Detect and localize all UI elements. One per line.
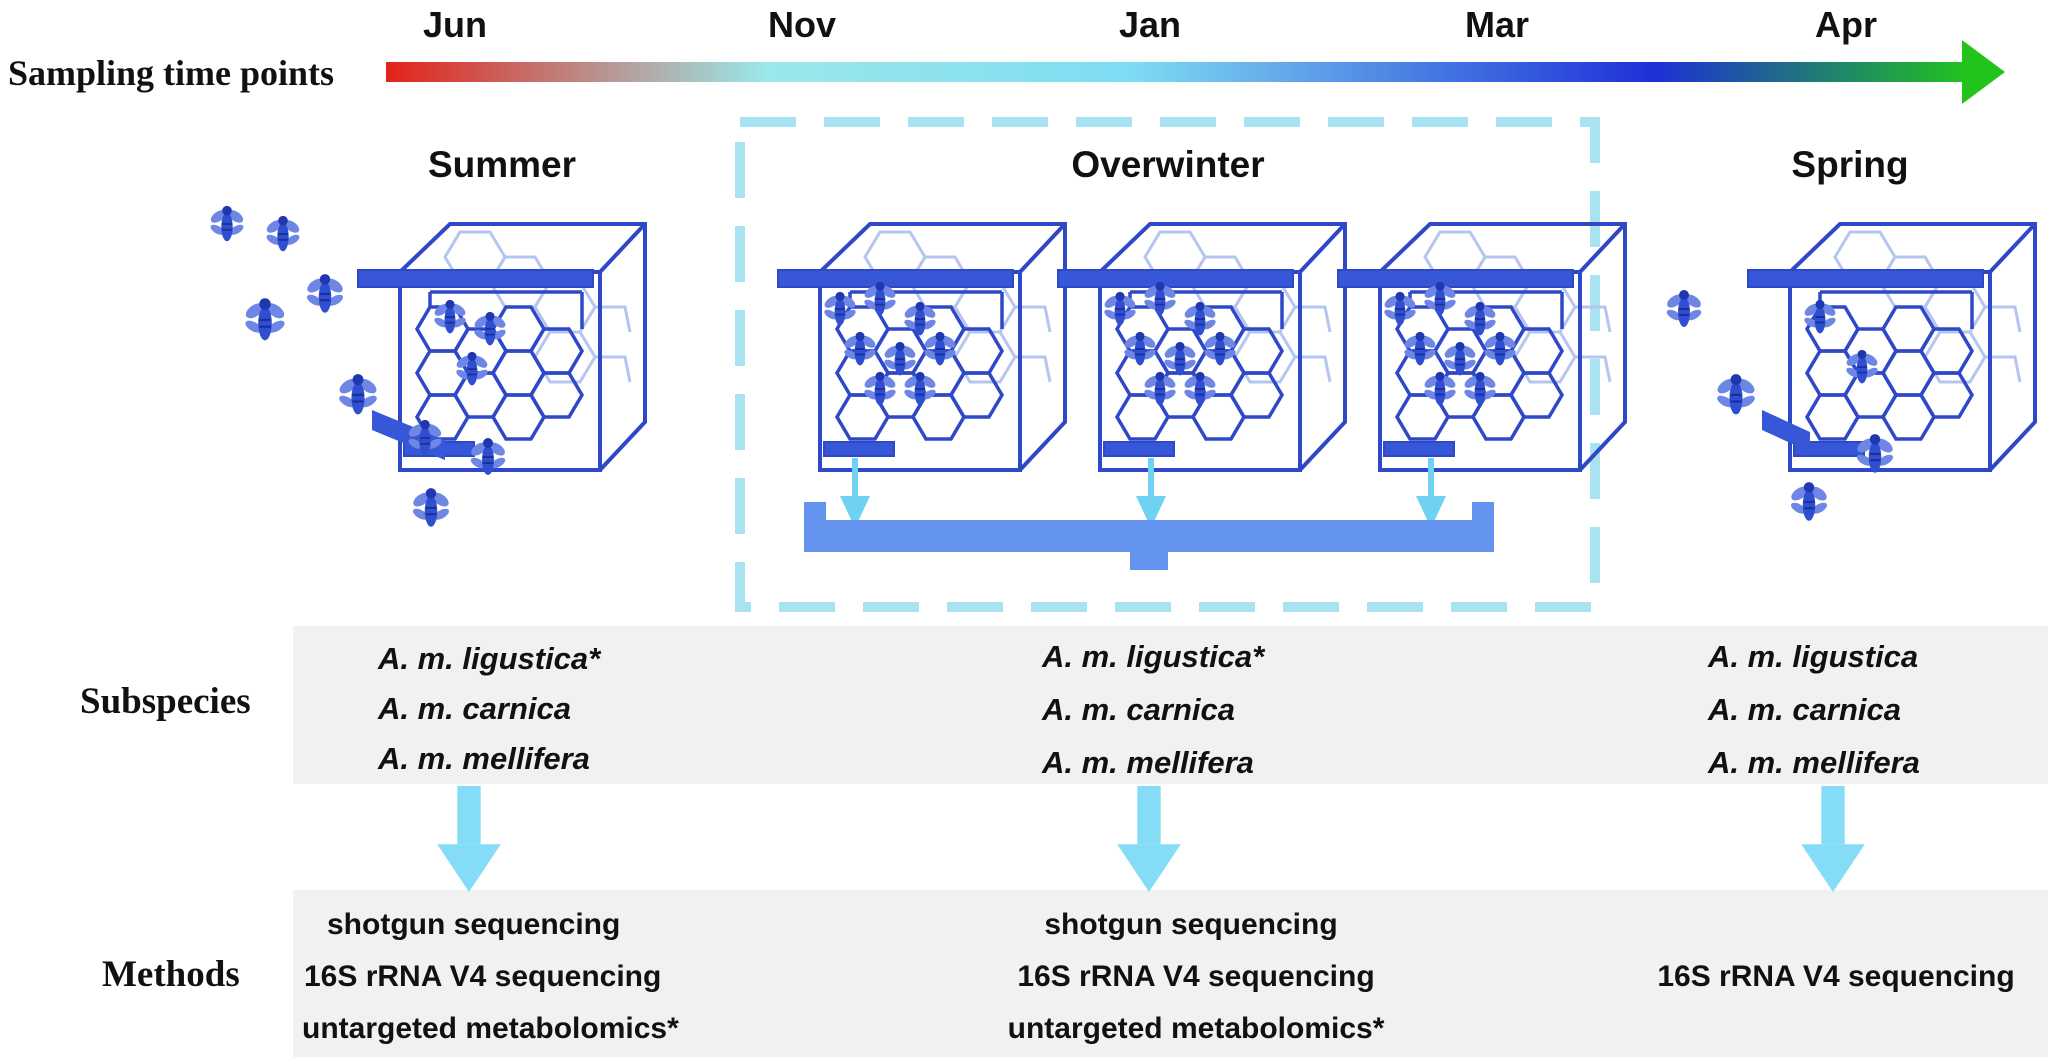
month-label: Jan xyxy=(1118,4,1182,45)
bee-icon xyxy=(1663,289,1705,328)
down-arrow-icon xyxy=(1117,786,1181,892)
season-title: Summer xyxy=(427,144,577,185)
subspecies-item: A. m. ligustica* xyxy=(1042,639,1265,674)
hive-box-icon xyxy=(776,222,1067,472)
month-label: Jun xyxy=(422,4,488,45)
bee-icon xyxy=(263,214,303,253)
down-arrow-icon xyxy=(437,786,501,892)
month-label: Mar xyxy=(1464,4,1530,45)
subspecies-list-spring: A. m. ligustica A. m. carnica A. m. mell… xyxy=(1708,636,1920,784)
subspecies-item: A. m. mellifera xyxy=(1708,745,1920,780)
methods-list-overwinter: shotgun sequencing 16S rRNA V4 sequencin… xyxy=(976,905,1416,1049)
bee-icon xyxy=(335,373,381,416)
method-item: 16S rRNA V4 sequencing xyxy=(304,960,662,993)
bee-icon xyxy=(1843,348,1881,385)
subspecies-band xyxy=(293,626,2048,784)
timeline-label: Sampling time points xyxy=(8,53,335,93)
methods-row-label: Methods xyxy=(102,954,240,995)
subspecies-item: A. m. carnica xyxy=(1708,692,1901,727)
bee-icon xyxy=(1787,481,1831,522)
timeline-arrow-icon xyxy=(386,40,2005,104)
overwinter-bee-cluster xyxy=(821,280,1519,407)
subspecies-list-summer: A. m. ligustica* A. m. carnica A. m. mel… xyxy=(378,638,600,780)
method-item: 16S rRNA V4 sequencing xyxy=(1657,960,2015,993)
bee-icon xyxy=(241,297,289,342)
subspecies-row-label: Subspecies xyxy=(80,681,251,722)
subspecies-item: A. m. ligustica* xyxy=(378,641,601,676)
month-label: Nov xyxy=(767,4,837,45)
subspecies-item: A. m. ligustica xyxy=(1708,639,1919,674)
bee-icon xyxy=(303,273,347,314)
methods-band xyxy=(293,890,2048,1057)
method-item: shotgun sequencing xyxy=(1044,908,1338,941)
overwinter-dashed-box xyxy=(735,117,1600,612)
hive-box-icon xyxy=(1336,222,1627,472)
subspecies-list-overwinter: A. m. ligustica* A. m. carnica A. m. mel… xyxy=(1042,636,1264,784)
method-item: 16S rRNA V4 sequencing xyxy=(1017,960,1375,993)
methods-list-summer: shotgun sequencing 16S rRNA V4 sequencin… xyxy=(302,905,679,1049)
subspecies-item: A. m. carnica xyxy=(1042,692,1235,727)
method-item: shotgun sequencing xyxy=(327,908,621,941)
pooling-bracket xyxy=(804,502,1494,570)
bee-icon xyxy=(1713,373,1759,416)
bee-icon xyxy=(207,204,247,243)
methods-list-spring: 16S rRNA V4 sequencing xyxy=(1636,957,2036,997)
down-arrow-icon xyxy=(1801,786,1865,892)
method-item: untargeted metabolomics* xyxy=(302,1012,679,1045)
subspecies-item: A. m. carnica xyxy=(378,691,571,726)
hive-box-icon xyxy=(1056,222,1347,472)
season-title: Spring xyxy=(1791,144,1909,185)
entrance-ramp xyxy=(1762,410,1810,452)
subspecies-item: A. m. mellifera xyxy=(378,741,590,776)
month-label: Apr xyxy=(1815,4,1877,45)
bee-icon xyxy=(409,487,453,528)
season-title: Overwinter xyxy=(1071,144,1265,185)
method-item: untargeted metabolomics* xyxy=(1007,1012,1385,1045)
subspecies-item: A. m. mellifera xyxy=(1042,745,1254,780)
